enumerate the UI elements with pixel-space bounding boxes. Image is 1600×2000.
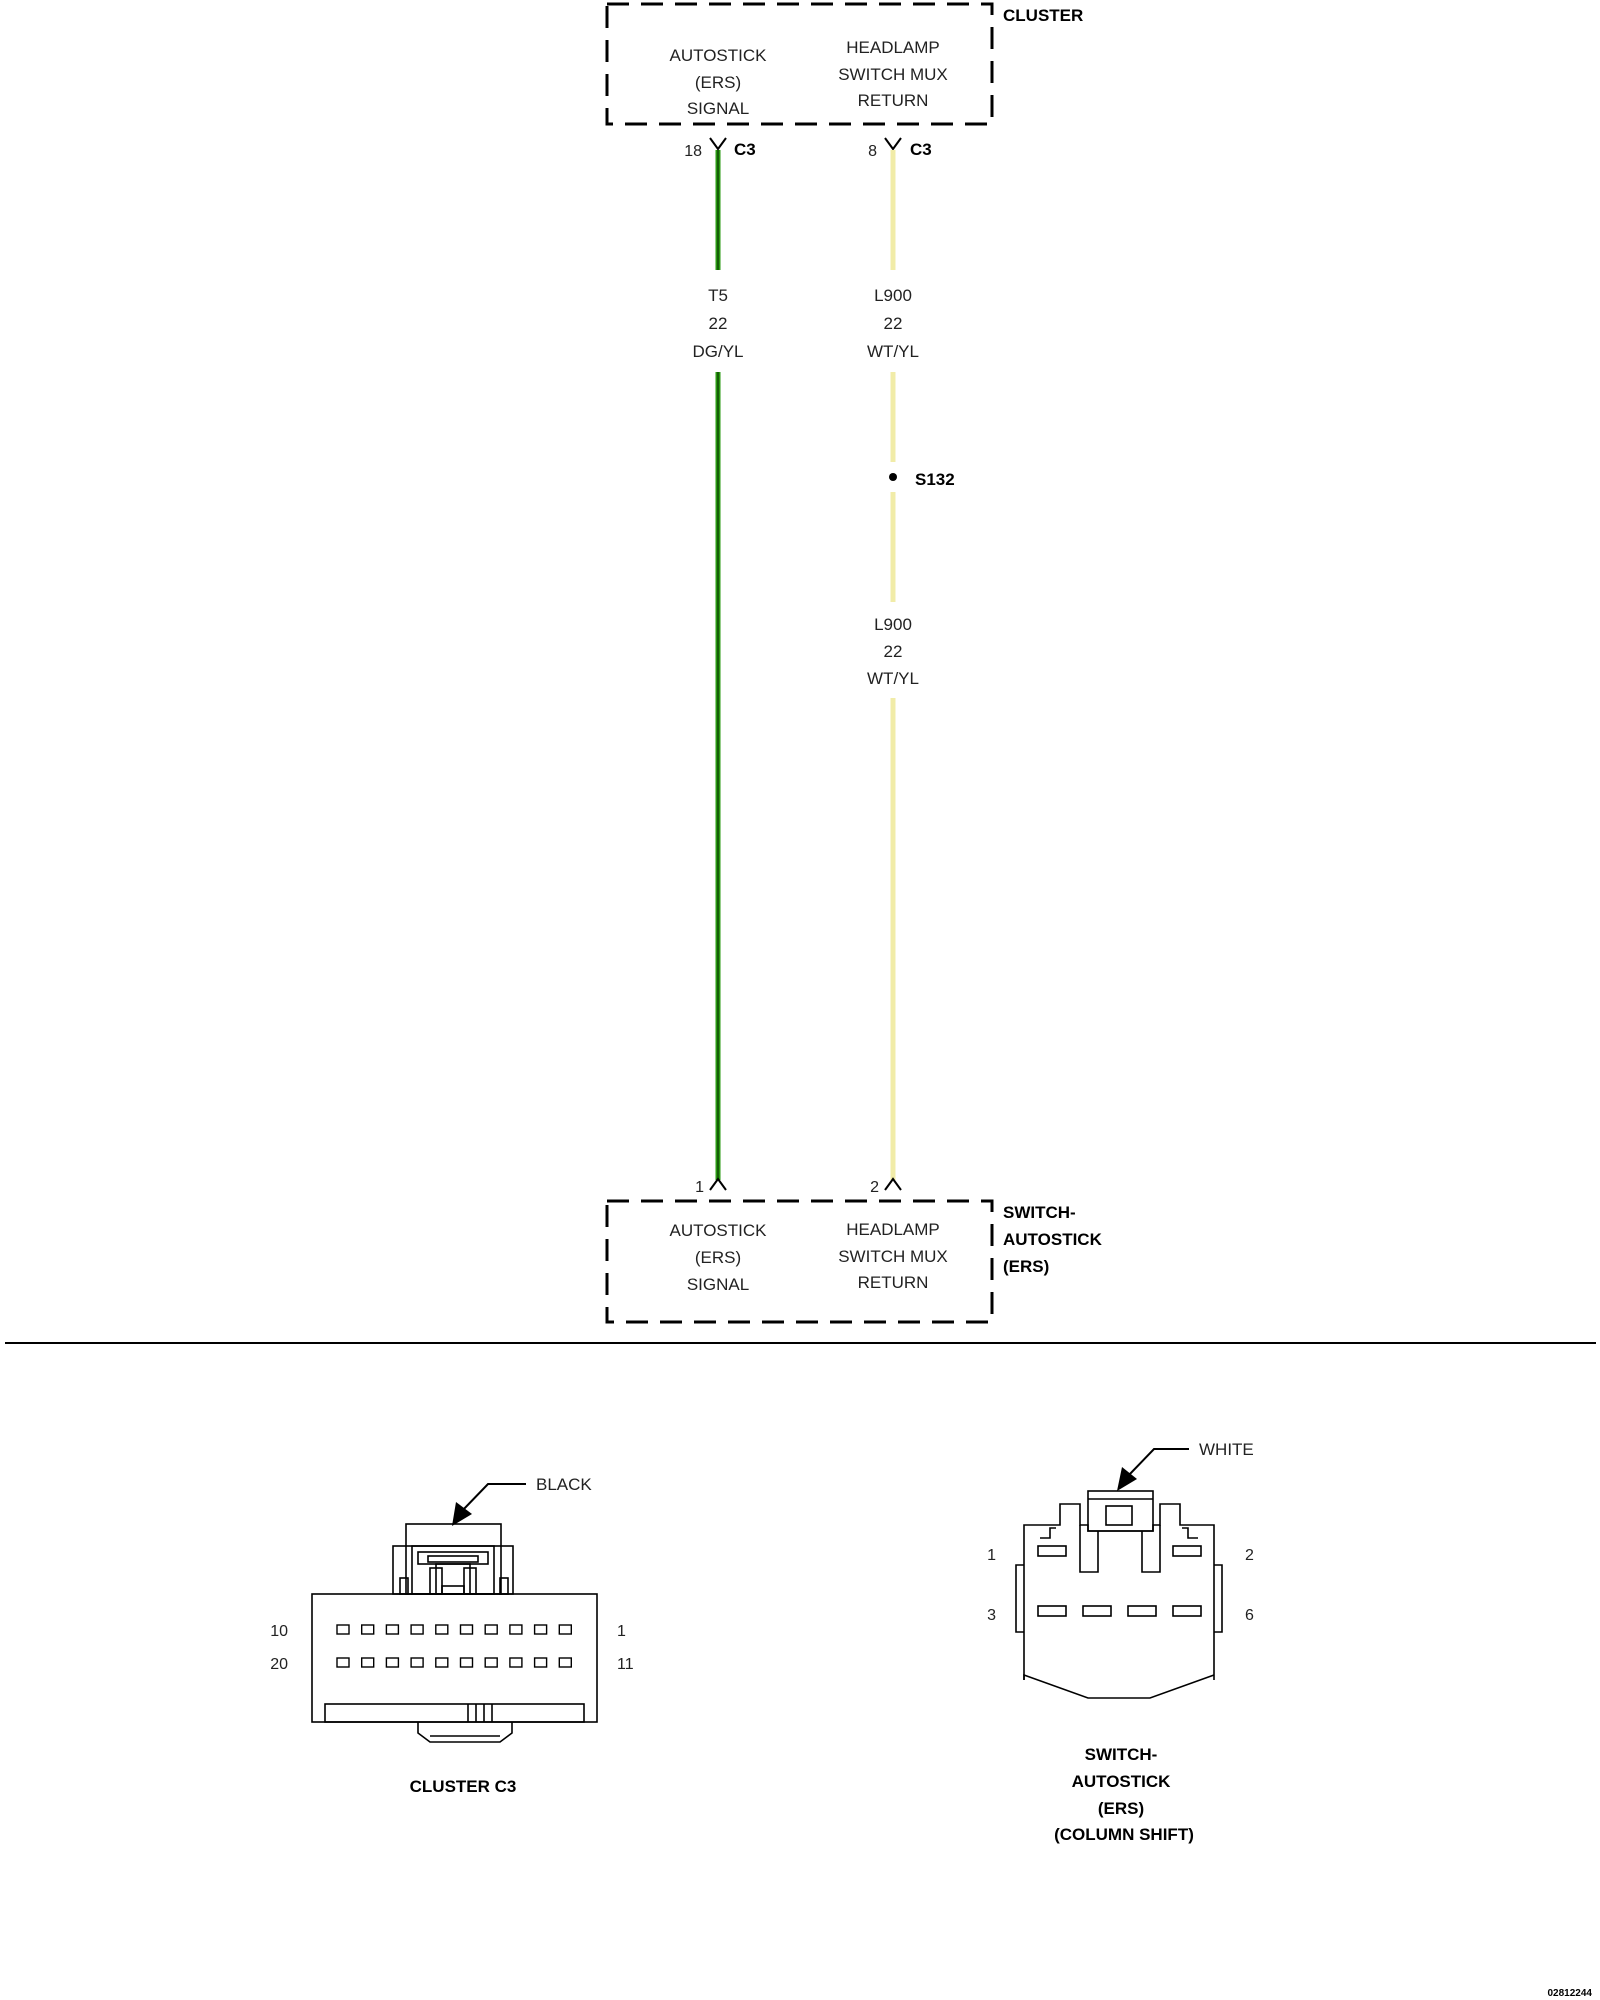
pin-2-terminal — [884, 1177, 902, 1191]
pin-2-number: 2 — [870, 1179, 879, 1196]
cavity-row2-1 — [336, 1657, 350, 1668]
svg-text:(ERS): (ERS) — [695, 73, 741, 92]
pin-8-terminal — [884, 137, 902, 151]
cavity-row1-4 — [410, 1624, 424, 1635]
cavity-row2-9 — [533, 1657, 548, 1668]
switch-connector-caption: SWITCH- AUTOSTICK (ERS) (COLUMN SHIFT) — [1054, 1745, 1194, 1844]
cavity-row2-8 — [509, 1657, 523, 1668]
cavity-row1-10 — [558, 1624, 572, 1635]
svg-text:AUTOSTICK: AUTOSTICK — [670, 1221, 768, 1240]
sw-pin-label-2: 2 — [1245, 1547, 1254, 1564]
pin-8-connector: C3 — [910, 140, 932, 159]
cavity-row1-8 — [509, 1624, 523, 1635]
cluster-circuit1-label: AUTOSTICK (ERS) SIGNAL — [670, 46, 768, 118]
svg-text:T5: T5 — [708, 286, 728, 305]
pin-18-terminal — [709, 137, 727, 151]
svg-text:22: 22 — [884, 314, 903, 333]
switch-title: SWITCH- AUTOSTICK (ERS) — [1003, 1203, 1103, 1276]
svg-text:(ERS): (ERS) — [695, 1248, 741, 1267]
svg-text:RETURN: RETURN — [858, 1273, 929, 1292]
cavity-row2-2 — [361, 1657, 375, 1668]
pin-18-number: 18 — [684, 143, 702, 160]
pin-1-terminal — [709, 1177, 727, 1191]
svg-text:RETURN: RETURN — [858, 91, 929, 110]
svg-text:AUTOSTICK: AUTOSTICK — [1003, 1230, 1103, 1249]
svg-text:SIGNAL: SIGNAL — [687, 99, 749, 118]
svg-text:SWITCH MUX: SWITCH MUX — [838, 1247, 948, 1266]
splice-label: S132 — [915, 470, 955, 489]
white-callout: WHITE — [1117, 1440, 1254, 1491]
switch-circuit2-label: HEADLAMP SWITCH MUX RETURN — [838, 1220, 948, 1292]
svg-text:SWITCH-: SWITCH- — [1003, 1203, 1076, 1222]
svg-text:22: 22 — [709, 314, 728, 333]
cavity-row2-7 — [484, 1657, 498, 1668]
sw-pin-label-3: 3 — [987, 1607, 996, 1624]
pin-8-number: 8 — [868, 143, 877, 160]
wire-l900-label-1: L900 22 WT/YL — [867, 286, 919, 361]
switch-box — [605, 1199, 994, 1324]
switch-connector — [1015, 1490, 1223, 1699]
c3-pin-label-11: 11 — [617, 1656, 634, 1673]
svg-text:WHITE: WHITE — [1199, 1440, 1254, 1459]
svg-text:(ERS): (ERS) — [1098, 1799, 1144, 1818]
cluster-box — [605, 2, 994, 126]
splice-dot — [889, 473, 897, 481]
cavity-row2-10 — [558, 1657, 572, 1668]
svg-text:SWITCH-: SWITCH- — [1085, 1745, 1158, 1764]
cavity-row1-1 — [336, 1624, 350, 1635]
cavity-row1-9 — [533, 1624, 548, 1635]
svg-text:L900: L900 — [874, 615, 912, 634]
svg-text:22: 22 — [884, 642, 903, 661]
cluster-c3-cavities — [336, 1624, 572, 1668]
svg-text:(COLUMN SHIFT): (COLUMN SHIFT) — [1054, 1825, 1194, 1844]
cavity-row2-3 — [385, 1657, 400, 1668]
cluster-c3-connector — [311, 1523, 598, 1743]
cavity-row2-4 — [410, 1657, 424, 1668]
c3-pin-label-1: 1 — [617, 1623, 626, 1640]
cluster-c3-caption: CLUSTER C3 — [410, 1777, 517, 1796]
svg-text:BLACK: BLACK — [536, 1475, 592, 1494]
svg-text:SWITCH MUX: SWITCH MUX — [838, 65, 948, 84]
svg-text:(ERS): (ERS) — [1003, 1257, 1049, 1276]
pin-1-number: 1 — [695, 1179, 704, 1196]
cavity-row1-5 — [435, 1624, 449, 1635]
svg-text:WT/YL: WT/YL — [867, 342, 919, 361]
black-callout: BLACK — [452, 1475, 592, 1526]
svg-text:HEADLAMP: HEADLAMP — [846, 38, 940, 57]
cluster-title: CLUSTER — [1003, 6, 1083, 25]
cavity-row2-5 — [435, 1657, 449, 1668]
svg-text:WT/YL: WT/YL — [867, 669, 919, 688]
cavity-row1-7 — [484, 1624, 498, 1635]
sw-pin-label-1: 1 — [987, 1547, 996, 1564]
sw-pin-label-6: 6 — [1245, 1607, 1254, 1624]
cluster-circuit2-label: HEADLAMP SWITCH MUX RETURN — [838, 38, 948, 110]
switch-circuit1-label: AUTOSTICK (ERS) SIGNAL — [670, 1221, 768, 1294]
wire-l900-label-2: L900 22 WT/YL — [867, 615, 919, 688]
wire-t5-label: T5 22 DG/YL — [692, 286, 743, 361]
svg-text:AUTOSTICK: AUTOSTICK — [1072, 1772, 1172, 1791]
c3-pin-label-20: 20 — [270, 1656, 288, 1673]
cavity-row1-2 — [361, 1624, 375, 1635]
cavity-row1-6 — [459, 1624, 474, 1635]
figure-id: 02812244 — [1548, 1988, 1593, 1999]
cavity-row2-6 — [459, 1657, 474, 1668]
svg-text:DG/YL: DG/YL — [692, 342, 743, 361]
cavity-row1-3 — [385, 1624, 400, 1635]
svg-text:L900: L900 — [874, 286, 912, 305]
pin-18-connector: C3 — [734, 140, 756, 159]
svg-text:AUTOSTICK: AUTOSTICK — [670, 46, 768, 65]
c3-pin-label-10: 10 — [270, 1623, 288, 1640]
svg-text:HEADLAMP: HEADLAMP — [846, 1220, 940, 1239]
svg-text:SIGNAL: SIGNAL — [687, 1275, 749, 1294]
